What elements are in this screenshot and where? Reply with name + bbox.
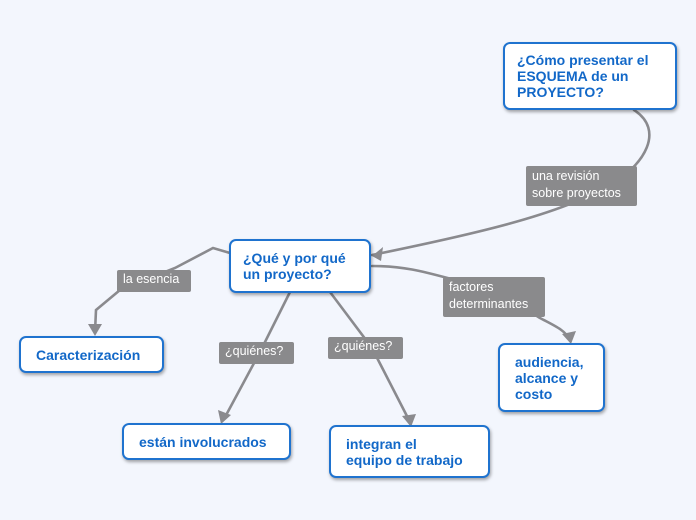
label-factores-determinantes: factores determinantes [443, 277, 545, 317]
arrowhead-involucrados [218, 410, 231, 424]
label-una-revision: una revisión sobre proyectos [526, 166, 637, 206]
arrowhead-caracterizacion [88, 324, 102, 336]
arrowhead-audiencia [562, 331, 576, 344]
label-quienes-left: ¿quiénes? [219, 342, 294, 364]
node-equipo[interactable]: integran el equipo de trabajo [329, 425, 490, 478]
label-quienes-right: ¿quiénes? [328, 337, 403, 359]
label-la-esencia: la esencia [117, 270, 191, 292]
node-caracterizacion[interactable]: Caracterización [19, 336, 164, 373]
node-involucrados[interactable]: están involucrados [122, 423, 291, 460]
arrowhead-que [372, 247, 383, 261]
node-que-y-por-que[interactable]: ¿Qué y por qué un proyecto? [229, 239, 371, 293]
node-root[interactable]: ¿Cómo presentar el ESQUEMA de un PROYECT… [503, 42, 677, 110]
node-audiencia[interactable]: audiencia, alcance y costo [498, 343, 605, 412]
arrowhead-equipo [402, 414, 416, 427]
